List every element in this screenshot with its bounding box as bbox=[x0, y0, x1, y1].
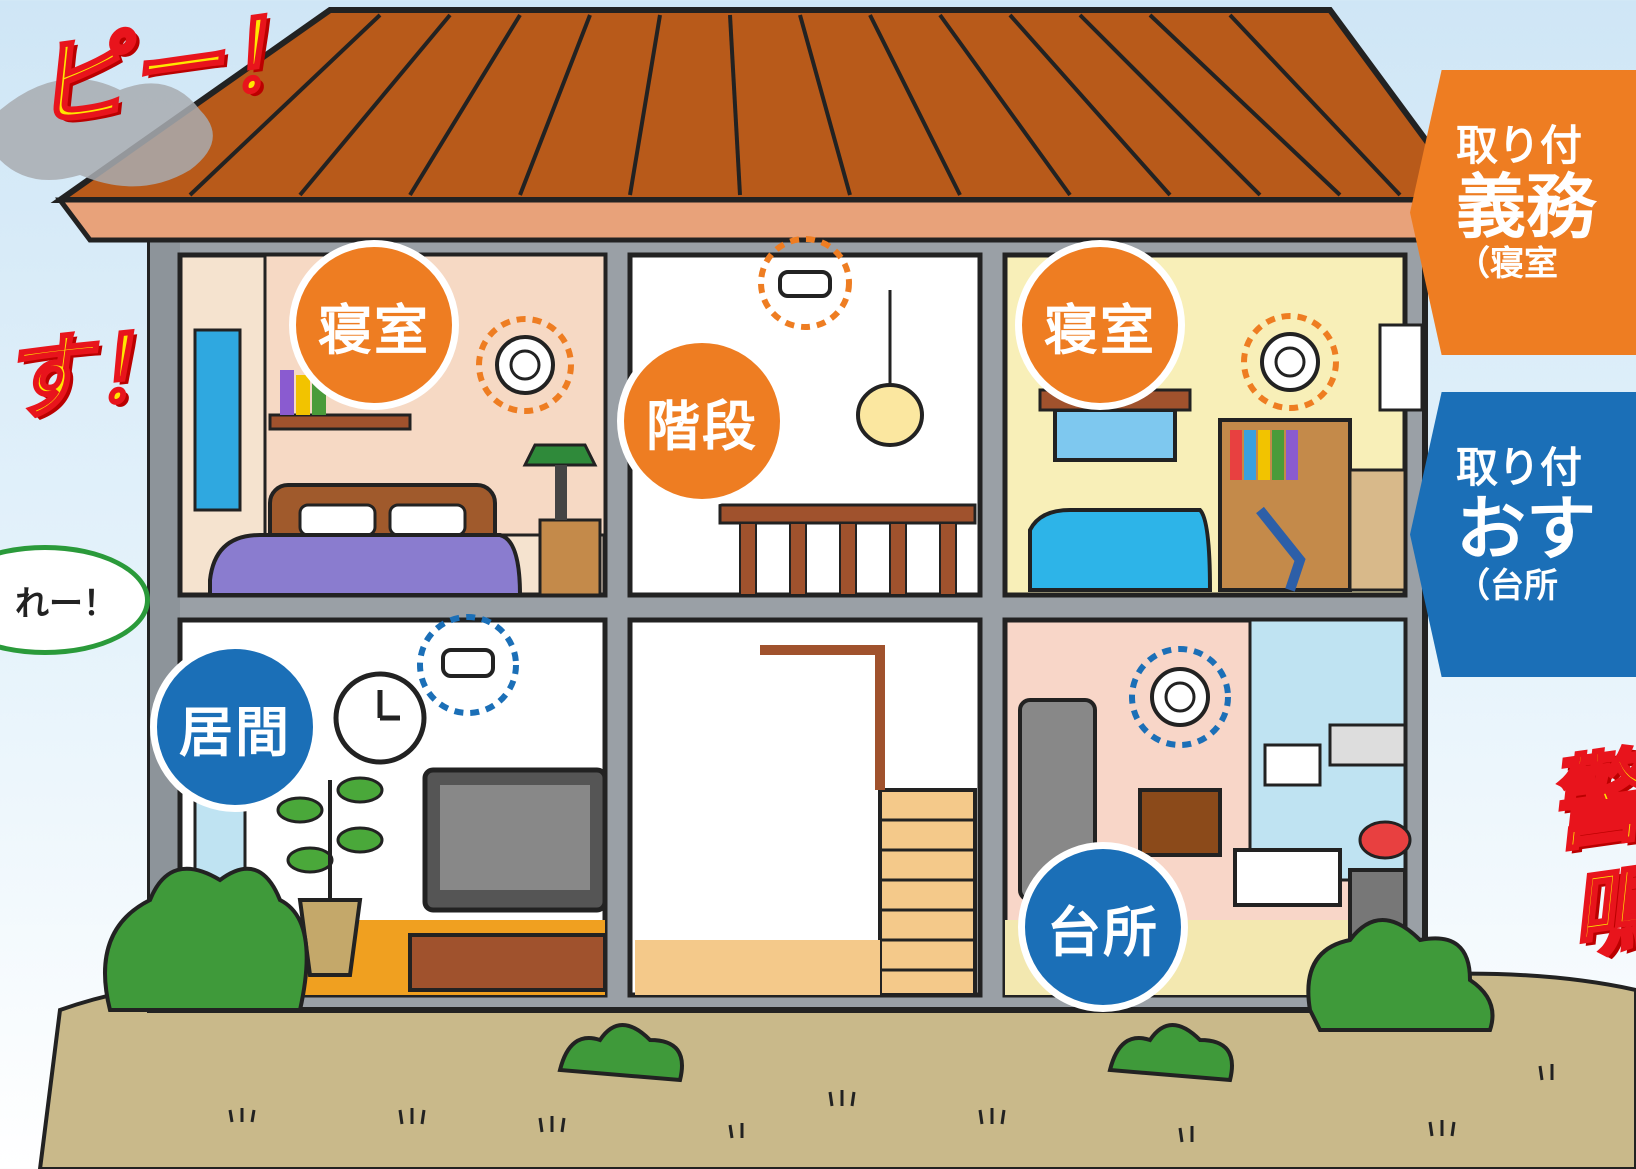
roof bbox=[50, 6, 1476, 243]
speech-bubble: れー！ bbox=[0, 545, 150, 655]
room-label-stairs: 階段 bbox=[617, 336, 787, 506]
room-label-bedroom-left: 寝室 bbox=[289, 240, 459, 410]
cloud-shape bbox=[0, 78, 213, 187]
tag-required-line2: 義務 bbox=[1456, 166, 1596, 248]
grass-tufts bbox=[228, 1064, 1554, 1143]
tag-recommended-line3: （台所 bbox=[1456, 566, 1558, 606]
bedroom-left-furniture bbox=[193, 328, 602, 597]
smoke-detectors bbox=[417, 236, 1339, 748]
tag-required-line1: 取り付 bbox=[1456, 121, 1583, 170]
headline-fragment-left: す！ bbox=[0, 310, 187, 436]
tag-recommended-line1: 取り付 bbox=[1456, 443, 1583, 492]
stairs-upper-details bbox=[718, 290, 977, 596]
room-label-kitchen: 台所 bbox=[1018, 842, 1188, 1012]
staircase-lower bbox=[635, 645, 977, 997]
tag-required: 取り付 義務 （寝室 bbox=[1410, 70, 1636, 355]
tag-recommended: 取り付 おす （台所 bbox=[1410, 392, 1636, 677]
room-label-bedroom-right: 寝室 bbox=[1015, 240, 1185, 410]
tag-recommended-line2: おす bbox=[1456, 488, 1596, 570]
bushes bbox=[103, 866, 1495, 1083]
room-label-living: 居間 bbox=[150, 642, 320, 812]
living-furniture bbox=[193, 671, 608, 992]
tag-required-line3: （寝室 bbox=[1456, 244, 1558, 284]
